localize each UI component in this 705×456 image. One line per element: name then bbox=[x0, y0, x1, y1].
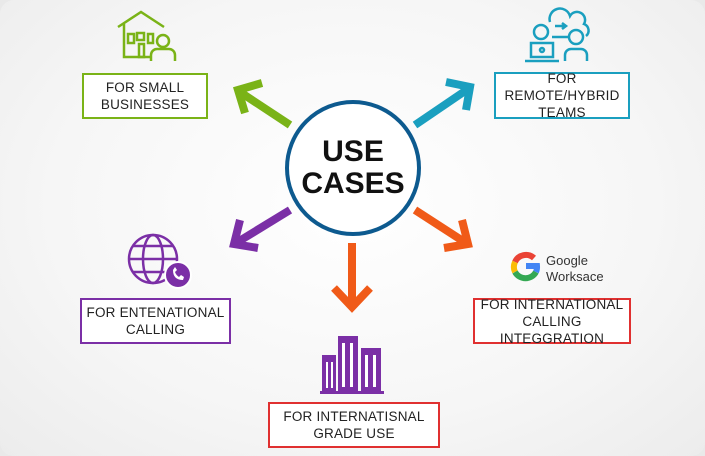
globe-phone-icon bbox=[127, 233, 192, 289]
remote-team-cloud-icon bbox=[525, 7, 590, 63]
arrow-remote-teams bbox=[412, 78, 475, 129]
box-small-businesses: FOR SMALL BUSINESSES bbox=[82, 73, 208, 119]
arrow-international-calling bbox=[229, 206, 293, 252]
box-internatisnal-grade-use: FOR INTERNATISNAL GRADE USE bbox=[268, 402, 440, 448]
google-g-icon bbox=[510, 251, 541, 282]
arrow-google-integration bbox=[412, 206, 473, 252]
arrow-small-business bbox=[232, 79, 293, 129]
google-workspace-logo-text: Google Worksace bbox=[546, 253, 604, 284]
office-buildings-icon bbox=[320, 336, 384, 394]
box-remote-hybrid-teams: FOR REMOTE/HYBRID TEAMS bbox=[494, 71, 630, 120]
center-use-cases-circle: USE CASES bbox=[285, 100, 421, 236]
box-international-calling-integration: FOR INTERNATIONAL CALLING INTEGGRATION bbox=[473, 297, 631, 346]
house-person-icon bbox=[117, 10, 177, 61]
arrow-grade-use bbox=[331, 243, 373, 313]
box-entenational-calling: FOR ENTENATIONAL CALLING bbox=[80, 298, 231, 344]
